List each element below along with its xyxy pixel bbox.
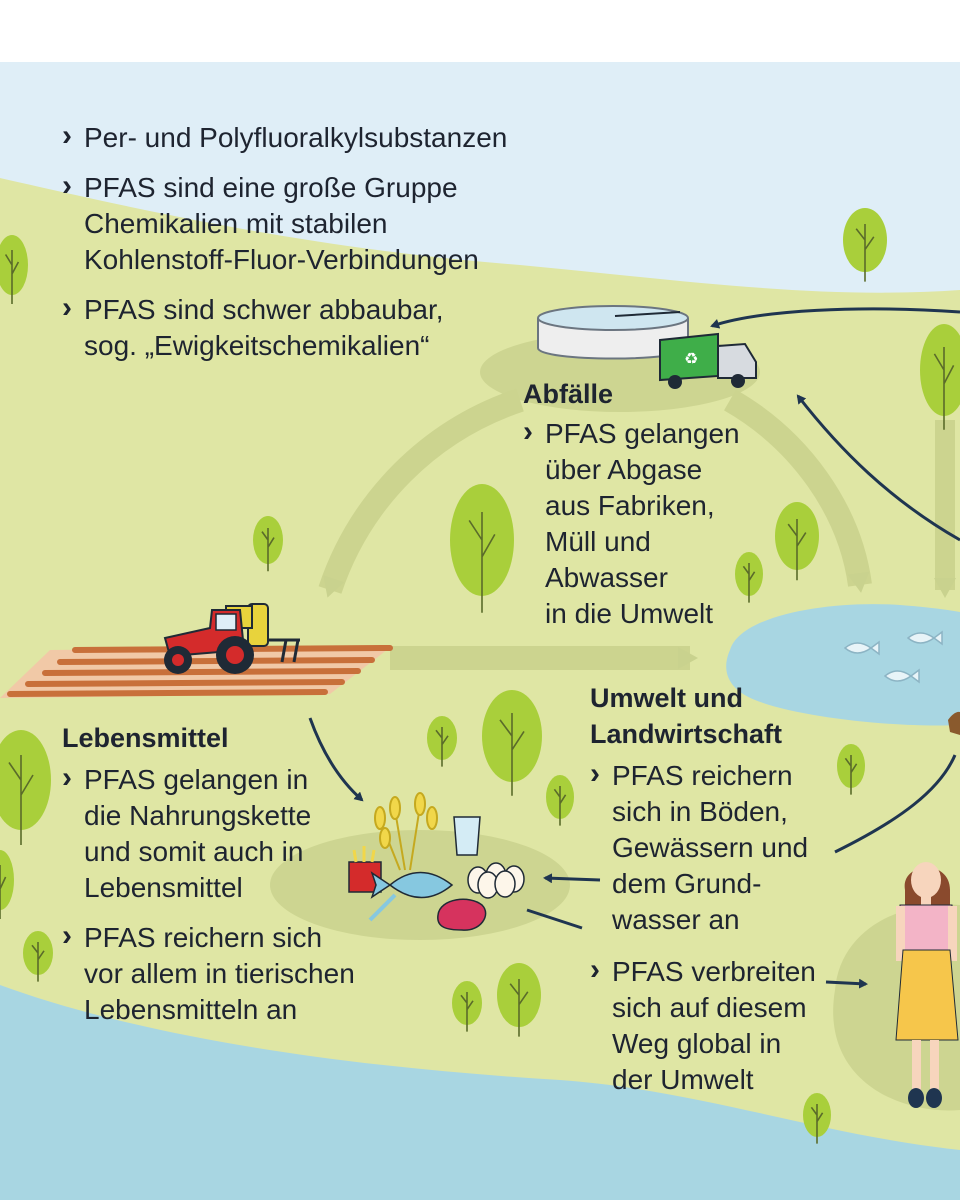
eggs-icon bbox=[467, 862, 525, 899]
fish-icon bbox=[843, 630, 943, 684]
tree bbox=[0, 730, 51, 845]
tree bbox=[546, 775, 574, 826]
umwelt-b2-line-3: Weg global in bbox=[612, 1028, 782, 1059]
umwelt-b2-line-1: PFAS verbreiten bbox=[612, 956, 816, 987]
abfaelle-line-4: Müll und bbox=[545, 526, 651, 557]
flow-line-right bbox=[834, 754, 957, 854]
tree bbox=[775, 502, 819, 581]
lebensmittel-b2-line-1: PFAS reichern sich bbox=[84, 922, 323, 953]
umwelt-section: Umwelt und Landwirtschaft PFAS reichern … bbox=[590, 680, 816, 1098]
wheat-icon bbox=[374, 792, 438, 871]
tree bbox=[450, 484, 514, 613]
svg-text:♻: ♻ bbox=[684, 349, 698, 368]
lebensmittel-b2-line-2: vor allem in tierischen bbox=[84, 958, 355, 989]
umwelt-b1-line-3: Gewässern und bbox=[612, 832, 809, 863]
cycle-arrow-to-field bbox=[318, 388, 524, 598]
umwelt-b1-line-1: PFAS reichern bbox=[612, 760, 793, 791]
abfaelle-line-3: aus Fabriken, bbox=[545, 490, 715, 521]
cycle-arrow-to-lake bbox=[723, 389, 872, 593]
umwelt-b2-line-4: der Umwelt bbox=[612, 1064, 754, 1095]
tree bbox=[803, 1093, 831, 1144]
umwelt-b1-line-4: dem Grund- bbox=[612, 868, 762, 899]
garbage-truck-icon: ♻ bbox=[659, 332, 757, 389]
intro-bullet-3-line-1: PFAS sind schwer abbaubar, bbox=[84, 294, 444, 325]
lebensmittel-section: Lebensmittel PFAS gelangen in die Nahrun… bbox=[62, 720, 355, 1028]
intro-bullet-2: PFAS sind eine große Gruppe Chemikalien … bbox=[62, 168, 507, 278]
tree bbox=[253, 516, 283, 572]
tractor-icon bbox=[163, 603, 300, 674]
intro-bullet-1-line: Per- und Polyfluoralkylsubstanzen bbox=[84, 122, 508, 153]
tree bbox=[735, 552, 763, 603]
lebensmittel-bullet-1: PFAS gelangen in die Nahrungskette und s… bbox=[62, 760, 355, 906]
glass-icon bbox=[453, 816, 481, 856]
abfaelle-section: Abfälle PFAS gelangen über Abgase aus Fa… bbox=[523, 376, 740, 632]
fish-icon bbox=[368, 871, 454, 922]
lebensmittel-b1-line-2: die Nahrungskette bbox=[84, 800, 312, 831]
umwelt-heading-line-2: Landwirtschaft bbox=[590, 719, 783, 749]
tree bbox=[482, 690, 542, 796]
tree-icon bbox=[0, 208, 960, 1144]
umwelt-heading-line-1: Umwelt und bbox=[590, 683, 743, 713]
intro-section: Per- und Polyfluoralkylsubstanzen PFAS s… bbox=[62, 118, 508, 364]
umwelt-b2-line-2: sich auf diesem bbox=[612, 992, 807, 1023]
intro-bullet-2-line-2: Chemikalien mit stabilen bbox=[84, 208, 388, 239]
abfaelle-line-1: PFAS gelangen bbox=[545, 418, 740, 449]
river-water bbox=[0, 985, 960, 1200]
abfaelle-bullet-1: PFAS gelangen über Abgase aus Fabriken, … bbox=[523, 414, 740, 632]
abfaelle-heading: Abfälle bbox=[523, 379, 614, 409]
tree bbox=[837, 744, 865, 795]
flow-arrow-to-truck bbox=[710, 307, 960, 329]
treatment-tank-icon bbox=[537, 305, 689, 360]
lebensmittel-b2-line-3: Lebensmitteln an bbox=[84, 994, 298, 1025]
umwelt-b1-line-5: wasser an bbox=[612, 904, 740, 935]
lake bbox=[726, 604, 960, 726]
lebensmittel-b1-line-1: PFAS gelangen in bbox=[84, 764, 309, 795]
tree bbox=[920, 324, 960, 430]
umwelt-bullet-2: PFAS verbreiten sich auf diesem Weg glob… bbox=[590, 952, 816, 1098]
lebensmittel-heading: Lebensmittel bbox=[62, 723, 229, 753]
lebensmittel-b1-line-4: Lebensmittel bbox=[84, 872, 243, 903]
intro-bullet-3-line-2: sog. „Ewigkeitschemikalien“ bbox=[84, 330, 430, 361]
tree bbox=[0, 850, 14, 919]
intro-bullet-1: Per- und Polyfluoralkylsubstanzen bbox=[62, 118, 508, 156]
lebensmittel-bullet-2: PFAS reichern sich vor allem in tierisch… bbox=[62, 918, 355, 1028]
meat-icon bbox=[437, 898, 487, 931]
intro-bullet-3: PFAS sind schwer abbaubar, sog. „Ewigkei… bbox=[62, 290, 507, 364]
tree bbox=[843, 208, 887, 282]
intro-bullet-2-line-3: Kohlenstoff-Fluor-Verbindungen bbox=[84, 244, 479, 275]
umwelt-bullet-1: PFAS reichern sich in Böden, Gewässern u… bbox=[590, 756, 816, 938]
umwelt-b1-line-2: sich in Böden, bbox=[612, 796, 788, 827]
abfaelle-line-5: Abwasser bbox=[545, 562, 668, 593]
tree bbox=[0, 235, 28, 304]
intro-bullet-2-line-1: PFAS sind eine große Gruppe bbox=[84, 172, 458, 203]
lebensmittel-b1-line-3: und somit auch in bbox=[84, 836, 304, 867]
woman-icon bbox=[895, 862, 959, 1108]
tree bbox=[23, 931, 53, 982]
tree bbox=[452, 981, 482, 1032]
tree bbox=[427, 716, 457, 767]
flow-line-food bbox=[526, 908, 583, 930]
flow-arrow-to-waste bbox=[796, 394, 960, 542]
tree bbox=[497, 963, 541, 1037]
abfaelle-line-6: in die Umwelt bbox=[545, 598, 714, 629]
abfaelle-line-2: über Abgase bbox=[545, 454, 703, 485]
flow-arrow-to-person bbox=[825, 978, 868, 989]
